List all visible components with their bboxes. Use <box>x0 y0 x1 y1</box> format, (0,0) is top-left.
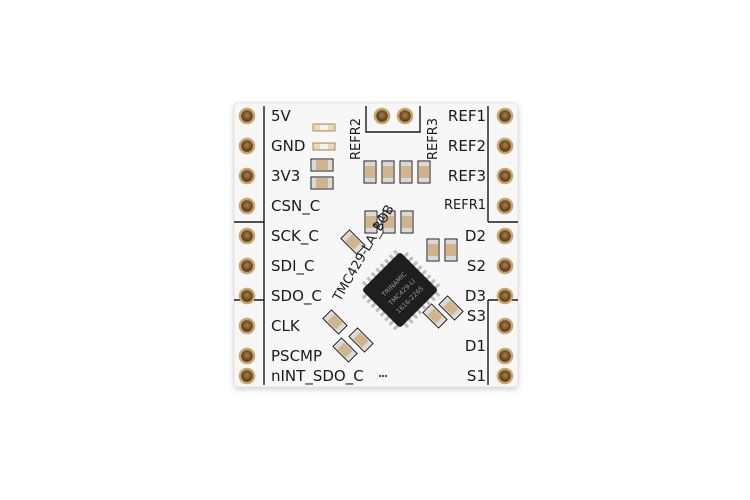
pin-label-sdo-c: SDO_C <box>271 287 322 306</box>
pin-label-5v: 5V <box>271 107 292 125</box>
smd-part <box>363 160 377 184</box>
pin-label-ref3: REF3 <box>448 167 486 185</box>
right-pad <box>496 347 514 365</box>
smd-part <box>417 160 431 184</box>
left-pad <box>238 137 256 155</box>
right-header-pads <box>496 107 514 385</box>
right-pad <box>496 107 514 125</box>
left-pad <box>238 227 256 245</box>
pin-label-ref1: REF1 <box>448 107 486 125</box>
top-header-pads <box>373 107 414 125</box>
top-pad <box>396 107 414 125</box>
pin-label-d3: D3 <box>465 287 486 305</box>
pin-label-refr3: REFR3 <box>426 118 441 160</box>
right-pad <box>496 287 514 305</box>
smd-part <box>438 295 464 321</box>
pin-label-clk: CLK <box>271 317 301 335</box>
right-pad <box>496 317 514 335</box>
left-header-pads <box>238 107 256 385</box>
right-pad <box>496 367 514 385</box>
smd-leds <box>312 123 336 151</box>
smd-components <box>310 158 464 363</box>
smd-part <box>400 210 414 234</box>
pin-label-3v3: 3V3 <box>271 167 300 185</box>
tmc429-chip: TRINAMIC TMC429-LI 1616-2265 <box>361 249 441 331</box>
silkscreen-lines <box>234 106 518 385</box>
pin-label-s1: S1 <box>467 367 486 385</box>
right-pad <box>496 257 514 275</box>
left-pad <box>238 367 256 385</box>
top-pad <box>373 107 391 125</box>
left-pad <box>238 287 256 305</box>
smd-part <box>364 210 378 234</box>
left-pad <box>238 257 256 275</box>
smd-part <box>399 160 413 184</box>
left-pad <box>238 107 256 125</box>
smd-part <box>381 160 395 184</box>
pin-label-sdi-c: SDI_C <box>271 257 314 276</box>
pin-label-pscmp: PSCMP <box>271 347 322 365</box>
smd-part <box>332 337 358 363</box>
left-pad <box>238 167 256 185</box>
left-pin-labels: 5V GND 3V3 CSN_C SCK_C SDI_C SDO_C CLK P… <box>271 107 364 386</box>
smd-part <box>310 158 334 172</box>
smd-part <box>310 176 334 190</box>
pin-label-ref2: REF2 <box>448 137 486 155</box>
right-pin-labels: REF1 REF2 REF3 REFR1 D2 S2 D3 S3 D1 S1 <box>444 107 486 385</box>
smd-part <box>322 309 348 335</box>
smd-part <box>340 229 366 255</box>
smd-part <box>348 327 374 353</box>
right-pad <box>496 197 514 215</box>
left-pad <box>238 197 256 215</box>
pin-label-s3: S3 <box>467 307 486 325</box>
pin-label-refr1: REFR1 <box>444 198 486 213</box>
silk-dots <box>379 375 387 377</box>
pin-label-nint-sdo-c: nINT_SDO_C <box>271 367 364 386</box>
smd-part <box>382 210 396 234</box>
smd-part <box>426 238 440 262</box>
pin-label-s2: S2 <box>467 257 486 275</box>
pin-label-csn-c: CSN_C <box>271 197 320 216</box>
left-pad <box>238 317 256 335</box>
pin-label-refr2: REFR2 <box>349 118 364 160</box>
pin-label-d1: D1 <box>465 337 486 355</box>
pin-label-d2: D2 <box>465 227 486 245</box>
right-pad <box>496 137 514 155</box>
left-pad <box>238 347 256 365</box>
smd-part <box>422 303 448 329</box>
right-pad <box>496 167 514 185</box>
pcb-body <box>233 102 519 388</box>
right-pad <box>496 227 514 245</box>
pin-label-sck-c: SCK_C <box>271 227 319 246</box>
smd-part <box>444 238 458 262</box>
pin-label-gnd: GND <box>271 137 305 155</box>
